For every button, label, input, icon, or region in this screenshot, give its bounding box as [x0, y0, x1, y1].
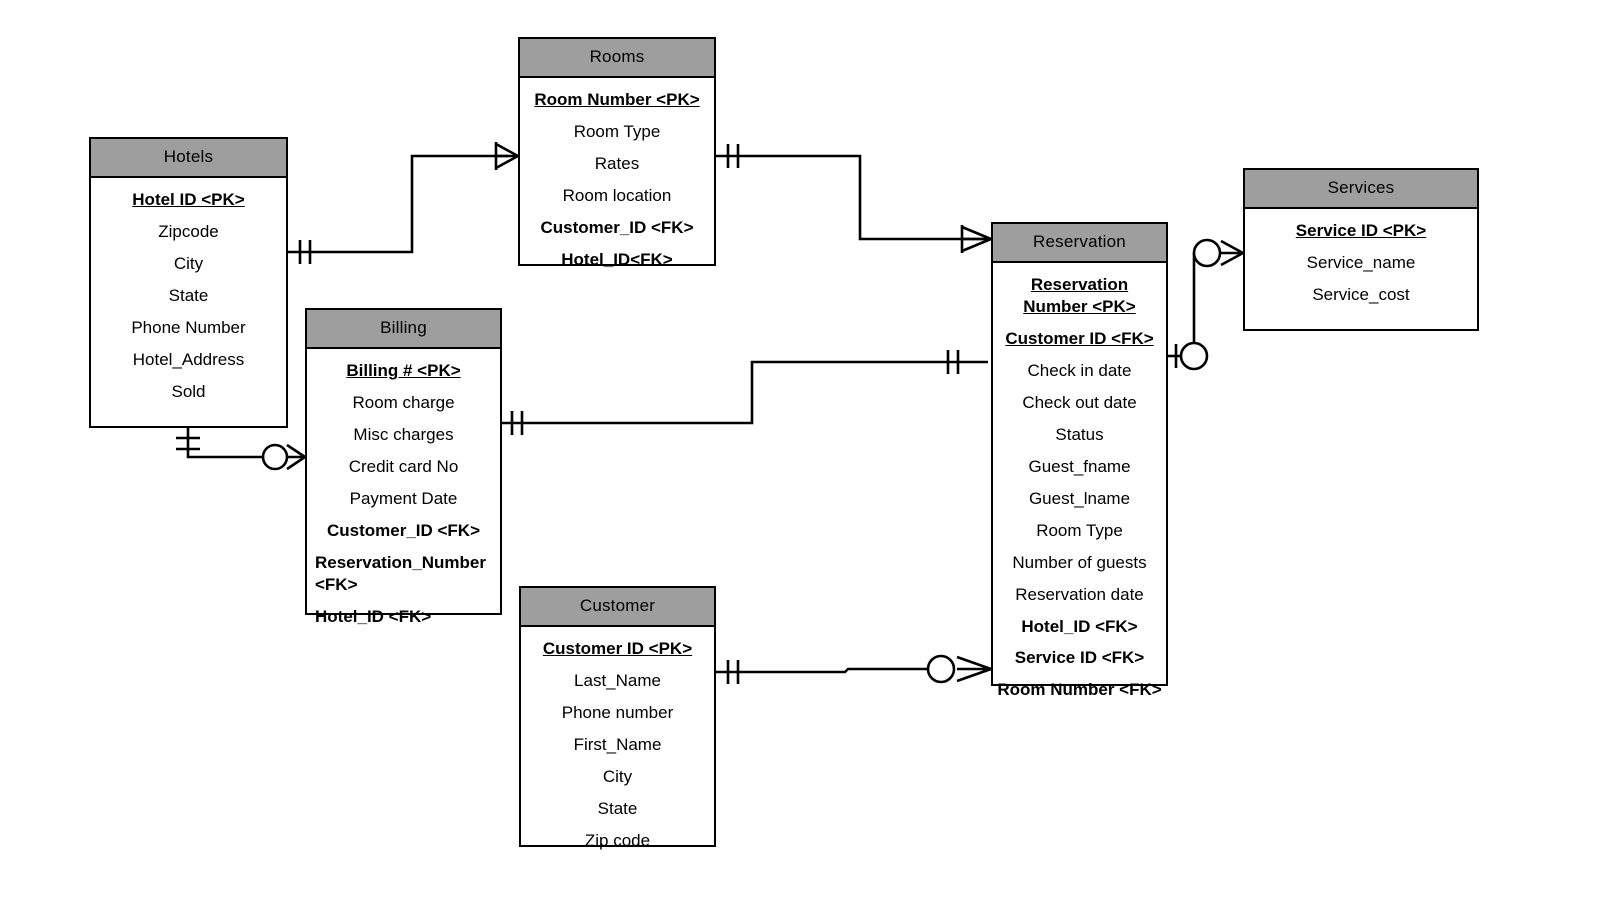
attribute-reservation-date: Reservation date — [1015, 584, 1144, 604]
entity-services-title: Services — [1245, 170, 1477, 210]
attribute-state: State — [597, 799, 638, 818]
attribute-state: State — [168, 286, 209, 306]
attribute-payment-date: Payment Date — [349, 489, 458, 509]
attribute-hotel-id-fk: Hotel_ID <FK> — [1021, 616, 1138, 636]
entity-rooms-attributes: Room Number <PK> Room Type Rates Room lo… — [520, 78, 714, 284]
attribute-credit-card-no: Credit card No — [348, 457, 459, 477]
attribute-service-cost: Service_cost — [1312, 285, 1410, 305]
entity-rooms[interactable]: Rooms Room Number <PK> Room Type Rates R… — [518, 37, 716, 269]
connector-billing-reservation — [502, 350, 988, 435]
attribute-sold: Sold — [171, 381, 206, 401]
attribute-customer-id-fk: Customer_ID <FK> — [326, 521, 481, 540]
entity-hotels-attributes: Hotel ID <PK> Zipcode City State Phone N… — [91, 178, 286, 415]
attribute-room-location: Room location — [562, 186, 672, 206]
connector-hotels-rooms — [288, 142, 519, 264]
attribute-last-name: Last_Name — [574, 671, 661, 691]
attribute-reservation-number: Reservation Number <PK> — [1023, 275, 1136, 317]
attribute-misc-charges: Misc charges — [353, 425, 454, 445]
attribute-customer-id: Customer ID <PK> — [542, 639, 693, 659]
entity-reservation-title: Reservation — [993, 224, 1166, 264]
attribute-zipcode: Zipcode — [158, 222, 219, 242]
entity-billing-title: Billing — [307, 310, 500, 350]
entity-hotels[interactable]: Hotels Hotel ID <PK> Zipcode City State … — [89, 137, 288, 428]
connector-customer-reservation — [716, 654, 992, 684]
entity-reservation[interactable]: Reservation Reservation Number <PK> Cust… — [991, 222, 1168, 699]
entity-customer-attributes: Customer ID <PK> Last_Name Phone number … — [521, 627, 714, 864]
attribute-guest-lname: Guest_lname — [1028, 488, 1131, 508]
connector-reservation-services — [1168, 238, 1244, 371]
attribute-room-type: Room Type — [573, 122, 661, 142]
attribute-billing-number: Billing # <PK> — [346, 361, 461, 381]
attribute-check-out-date: Check out date — [1022, 393, 1137, 413]
attribute-rates: Rates — [594, 154, 640, 174]
attribute-room-charge: Room charge — [352, 393, 455, 413]
entity-services-attributes: Service ID <PK> Service_name Service_cos… — [1245, 209, 1477, 319]
attribute-room-number-fk: Room Number <FK> — [997, 680, 1162, 700]
attribute-customer-id-fk: Customer_ID <FK> — [540, 218, 694, 238]
attribute-first-name: First_Name — [573, 735, 662, 755]
attribute-hotel-address: Hotel_Address — [132, 350, 245, 369]
attribute-room-type: Room Type — [1036, 520, 1123, 540]
attribute-hotel-id-fk: Hotel_ID<FK> — [561, 250, 673, 269]
attribute-phone-number: Phone number — [561, 703, 674, 723]
attribute-customer-id-fk: Customer ID <FK> — [1005, 329, 1154, 349]
connector-rooms-reservation — [716, 144, 992, 253]
attribute-status: Status — [1055, 425, 1104, 444]
attribute-number-of-guests: Number of guests — [1012, 552, 1147, 572]
entity-billing[interactable]: Billing Billing # <PK> Room charge Misc … — [305, 308, 502, 626]
attribute-city: City — [173, 254, 204, 274]
attribute-service-id-fk: Service ID <FK> — [1014, 648, 1145, 668]
attribute-check-in-date: Check in date — [1027, 361, 1132, 381]
entity-services[interactable]: Services Service ID <PK> Service_name Se… — [1243, 168, 1479, 331]
attribute-guest-fname: Guest_fname — [1028, 456, 1131, 476]
attribute-reservation-number-fk: Reservation_Number <FK> — [315, 552, 487, 594]
entity-billing-attributes: Billing # <PK> Room charge Misc charges … — [307, 349, 500, 640]
entity-reservation-attributes: Reservation Number <PK> Customer ID <FK>… — [993, 263, 1166, 714]
attribute-phone-number: Phone Number — [131, 318, 246, 338]
entity-hotels-title: Hotels — [91, 139, 286, 179]
entity-rooms-title: Rooms — [520, 39, 714, 79]
attribute-service-id: Service ID <PK> — [1295, 221, 1427, 241]
attribute-zip-code: Zip code — [584, 830, 651, 850]
attribute-city: City — [602, 767, 633, 787]
connector-hotels-billing — [176, 428, 306, 471]
entity-customer[interactable]: Customer Customer ID <PK> Last_Name Phon… — [519, 586, 716, 850]
attribute-hotel-id: Hotel ID <PK> — [132, 190, 245, 210]
entity-customer-title: Customer — [521, 588, 714, 628]
attribute-room-number: Room Number <PK> — [534, 90, 700, 110]
attribute-hotel-id-fk: Hotel_ID <FK> — [315, 606, 432, 626]
attribute-service-name: Service_name — [1306, 253, 1416, 273]
